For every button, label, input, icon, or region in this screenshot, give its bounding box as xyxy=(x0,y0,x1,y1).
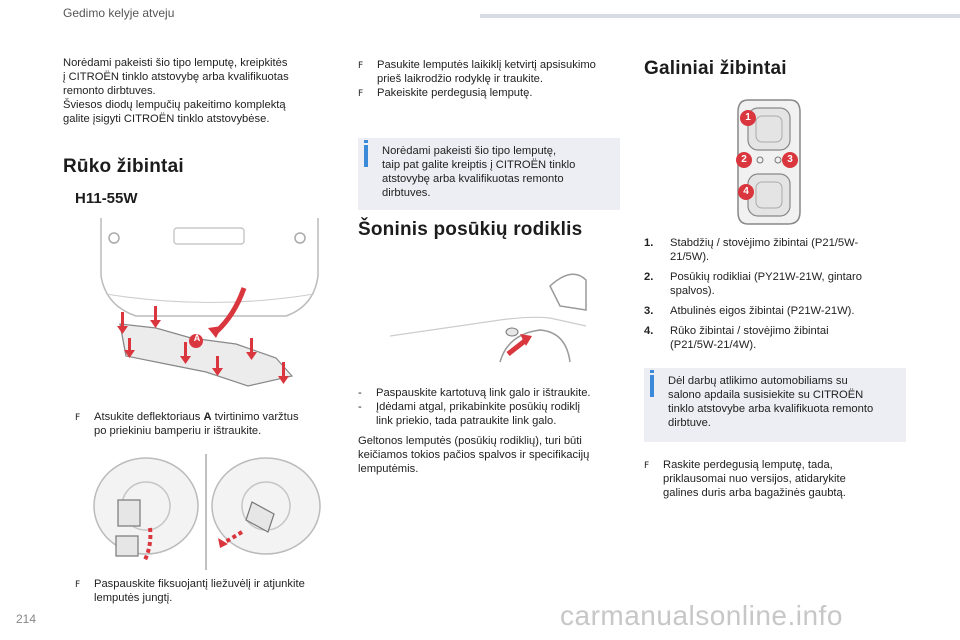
page-number: 214 xyxy=(16,612,37,626)
list-item: 1. Stabdžių / stovėjimo žibintai (P21/5W… xyxy=(644,237,859,263)
fog-lamp-connector-illustration xyxy=(93,454,321,570)
bumper-deflector-illustration xyxy=(100,218,319,387)
intro-line: remonto dirbtuves. xyxy=(63,85,156,97)
side-indicator-steps: - Paspauskite kartotuvą link galo ir išt… xyxy=(358,386,628,428)
step-bullet-icon: F xyxy=(644,461,650,471)
rear-lights-title: Galiniai žibintai xyxy=(644,58,787,79)
side-indicator-illustration xyxy=(390,273,587,363)
step-replace-bulb: F Pakeiskite perdegusią lemputę. xyxy=(358,87,533,99)
side-indicator-paragraph: Geltonos lemputės (posūkių rodiklių), tu… xyxy=(358,435,590,475)
info-note-fog: Norėdami pakeisti šio tipo lemputę, taip… xyxy=(358,138,620,210)
intro-line: Šviesos diodų lempučių pakeitimo komplek… xyxy=(63,99,286,111)
callout-4: 4 xyxy=(743,186,749,197)
list-item: 3. Atbulinės eigos žibintai (P21W-21W). xyxy=(644,305,855,317)
step-locate-bulb: F Raskite perdegusią lemputę, tada, prik… xyxy=(644,459,846,499)
watermark: carmanualsonline.info xyxy=(560,600,843,631)
col2-steps: F Pasukite lemputės laikiklį ketvirtį ap… xyxy=(358,58,628,101)
info-note-rear: Dėl darbų atlikimo automobiliams su salo… xyxy=(644,368,906,442)
list-item: - Paspauskite kartotuvą link galo ir išt… xyxy=(358,387,591,399)
step-disconnect-connector: F Paspauskite fiksuojantį liežuvėlį ir a… xyxy=(75,578,305,604)
callout-1: 1 xyxy=(745,112,751,123)
rear-light-cluster-illustration xyxy=(736,99,801,225)
list-item: - Įdėdami atgal, prikabinkite posūkių ro… xyxy=(358,401,580,427)
info-icon xyxy=(364,140,368,143)
rear-lights-list: 1. Stabdžių / stovėjimo žibintai (P21/5W… xyxy=(644,236,914,358)
fog-lights-title: Rūko žibintai xyxy=(63,156,184,177)
callout-3: 3 xyxy=(787,154,793,165)
header-bar xyxy=(480,14,960,18)
intro-line: galite įsigyti CITROËN tinklo atstovybės… xyxy=(63,113,270,125)
intro-text: Norėdami pakeisti šio tipo lemputę, krei… xyxy=(63,56,333,126)
info-icon xyxy=(650,370,654,373)
step-bullet-icon: F xyxy=(358,89,364,99)
step-rotate-holder: F Pasukite lemputės laikiklį ketvirtį ap… xyxy=(358,59,596,85)
callout-a: A xyxy=(193,333,201,343)
list-item: 4. Rūko žibintai / stovėjimo žibintai(P2… xyxy=(644,325,829,351)
step-bullet-icon: F xyxy=(75,580,81,590)
step-bullet-icon: F xyxy=(75,413,81,423)
callout-2: 2 xyxy=(741,154,747,165)
intro-line: Norėdami pakeisti šio tipo lemputę, krei… xyxy=(63,57,288,69)
step-unscrew-deflector: F Atsukite deflektoriaus A tvirtinimo va… xyxy=(75,411,299,437)
list-item: 2. Posūkių rodikliai (PY21W-21W, gintaro… xyxy=(644,271,862,297)
step-bullet-icon: F xyxy=(358,61,364,71)
intro-line: į CITROËN tinklo atstovybę arba kvalifik… xyxy=(63,71,289,83)
side-indicator-title: Šoninis posūkių rodiklis xyxy=(358,219,583,240)
section-header: Gedimo kelyje atveju xyxy=(63,6,175,20)
bulb-type-heading: H11-55W xyxy=(75,190,138,207)
